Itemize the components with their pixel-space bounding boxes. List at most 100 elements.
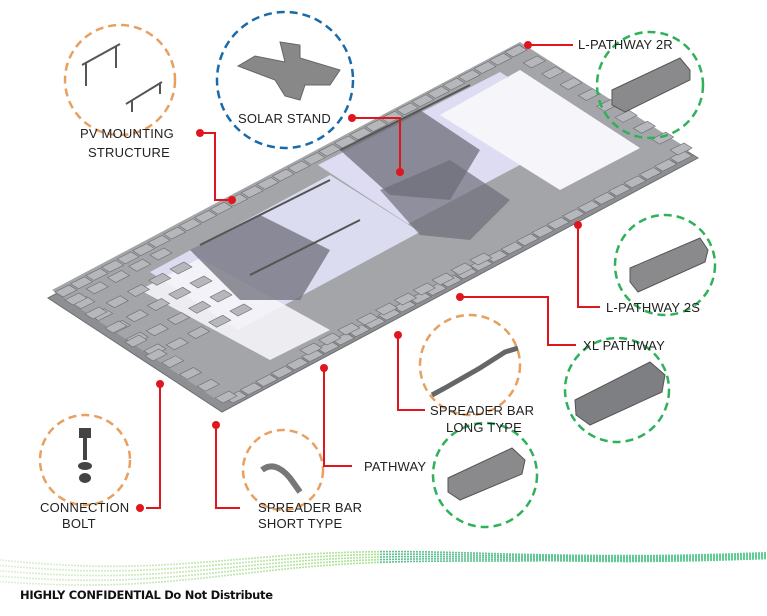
pontoon-block: [256, 177, 280, 190]
wave-dot: [698, 559, 700, 562]
wave-dot: [323, 561, 325, 564]
pontoon-block: [638, 167, 662, 180]
wave-dot: [614, 557, 616, 560]
wave-dot: [635, 554, 637, 557]
wave-dot: [494, 552, 496, 555]
wave-dot: [254, 560, 256, 563]
wave-dot: [404, 550, 406, 553]
wave-dot: [218, 571, 220, 574]
wave-dot: [377, 558, 379, 561]
wave-dot: [335, 563, 337, 566]
wave-dot: [143, 569, 145, 572]
wave-dot: [2, 575, 4, 578]
wave-dot: [575, 557, 577, 560]
pontoon-block: [163, 226, 187, 240]
wave-dot: [440, 557, 442, 560]
wave-dot: [620, 556, 622, 559]
wave-dot: [590, 560, 592, 563]
wave-dot: [332, 560, 334, 563]
wave-dot: [329, 555, 331, 558]
wave-dot: [617, 556, 619, 559]
wave-dot: [221, 563, 223, 566]
wave-dot: [290, 554, 292, 557]
pontoon-block: [431, 272, 455, 286]
wave-dot: [287, 554, 289, 557]
wave-dot: [200, 573, 202, 576]
wave-dot: [698, 555, 700, 558]
wave-dot: [212, 575, 214, 578]
wave-dot: [380, 555, 382, 558]
wave-dot: [569, 555, 571, 558]
wave-dot: [353, 556, 355, 559]
wave-dot: [257, 567, 259, 570]
wave-dot: [485, 560, 487, 563]
wave-dot: [14, 570, 16, 573]
wave-dot: [170, 567, 172, 570]
wave-dot: [632, 554, 634, 557]
wave-dot: [203, 561, 205, 564]
wave-dot: [95, 569, 97, 572]
pontoon-block: [669, 142, 693, 156]
wave-dot: [383, 555, 385, 558]
wave-dot: [101, 569, 103, 572]
wave-dot: [761, 557, 763, 560]
wave-dot: [761, 554, 763, 557]
wave-dot: [398, 550, 400, 553]
wave-dot: [404, 558, 406, 561]
wave-dot: [491, 558, 493, 561]
wave-dot: [713, 554, 715, 557]
wave-dot: [443, 557, 445, 560]
wave-dot: [530, 556, 532, 559]
wave-dot: [251, 567, 253, 570]
pontoon-block: [592, 192, 616, 205]
wave-dot: [752, 555, 754, 558]
label-spreader-short-line1: SPREADER BAR: [258, 500, 362, 515]
wave-dot: [524, 555, 526, 558]
pontoon-block: [393, 292, 418, 306]
wave-dot: [296, 566, 298, 569]
wave-dot: [251, 564, 253, 567]
wave-dot: [683, 554, 685, 557]
wave-dot: [95, 574, 97, 577]
wave-dot: [593, 558, 595, 561]
wave-dot: [386, 558, 388, 561]
wave-dot: [740, 554, 742, 557]
wave-dot: [113, 569, 115, 572]
wave-dot: [446, 551, 448, 554]
wave-dot: [527, 553, 529, 556]
wave-dot: [656, 560, 658, 563]
wave-dot: [23, 582, 25, 585]
wave-dot: [458, 551, 460, 554]
wave-dot: [422, 550, 424, 553]
wave-dot: [710, 557, 712, 560]
wave-dot: [170, 571, 172, 574]
wave-dot: [608, 557, 610, 560]
wave-dot: [731, 554, 733, 557]
wave-dot: [83, 569, 85, 572]
wave-dot: [50, 568, 52, 571]
label-solar-stand: SOLAR STAND: [238, 111, 331, 126]
wave-dot: [629, 560, 631, 563]
wave-dot: [5, 564, 7, 567]
wave-dot: [272, 558, 274, 561]
wave-dot: [449, 560, 451, 563]
wave-dot: [722, 553, 724, 556]
wave-dot: [764, 551, 766, 554]
wave-dot: [590, 557, 592, 560]
wave-dot: [500, 556, 502, 559]
wave-dot: [686, 555, 688, 558]
wave-dot: [764, 554, 766, 557]
wave-dot: [749, 555, 751, 558]
wave-dot: [47, 583, 49, 586]
wave-dot: [179, 575, 181, 578]
pontoon-block: [356, 312, 380, 326]
pontoon-block: [374, 302, 399, 316]
wave-dot: [734, 558, 736, 561]
wave-dot: [278, 568, 280, 571]
wave-dot: [263, 556, 265, 559]
wave-dot: [194, 577, 196, 580]
wave-dot: [425, 550, 427, 553]
wave-dot: [20, 566, 22, 569]
wave-dot: [707, 556, 709, 559]
wave-dot: [710, 554, 712, 557]
